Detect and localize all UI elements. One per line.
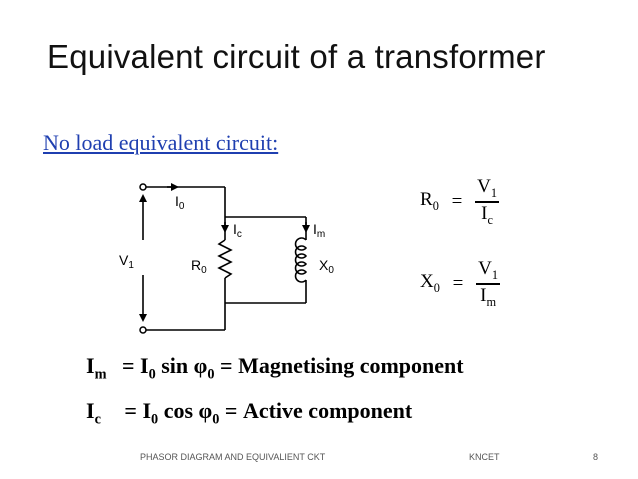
terminal-bottom — [139, 326, 147, 334]
x0-label: X0 — [319, 257, 334, 276]
x0-eq-denominator: Im — [480, 284, 497, 309]
i0-label: I0 — [175, 193, 185, 212]
active-formula: Ic = I0 cos φ0 = Active component — [86, 398, 413, 428]
x0-equation: X0 = V1 Im — [420, 258, 501, 310]
magnetising-formula: Im = I0 sin φ0 = Magnetising component — [86, 353, 464, 383]
i0-arrowhead — [171, 183, 179, 191]
page-title: Equivalent circuit of a transformer — [47, 38, 546, 75]
v1-label: V1 — [119, 252, 134, 271]
r0-label: R0 — [191, 257, 207, 276]
r0-eq-numerator: V1 — [475, 176, 499, 203]
r0-eq-denominator: Ic — [481, 202, 493, 227]
r0-eq-lhs: R0 — [420, 189, 439, 214]
ic-arrowhead — [221, 225, 229, 233]
x0-eq-lhs: X0 — [420, 271, 440, 296]
r0-eq-equals: = — [451, 190, 463, 212]
x0-inductor — [294, 237, 308, 283]
r0-resistor — [217, 239, 233, 279]
footer-center: KNCET — [469, 452, 500, 462]
r0-equation: R0 = V1 Ic — [420, 176, 499, 228]
ic-label: Ic — [233, 221, 242, 240]
terminal-top — [139, 183, 147, 191]
im-arrowhead — [302, 225, 310, 233]
x0-eq-numerator: V1 — [476, 258, 501, 285]
page-number: 8 — [593, 452, 599, 462]
parameter-equations: R0 = V1 Ic X0 = V1 Im — [410, 172, 540, 322]
r0-eq-fraction: V1 Ic — [475, 176, 499, 228]
v1-arrowhead-up — [139, 194, 147, 202]
x0-eq-fraction: V1 Im — [476, 258, 501, 310]
footer-left: PHASOR DIAGRAM AND EQUIVALIENT CKT — [140, 452, 326, 462]
v1-arrowhead-down — [139, 314, 147, 322]
x0-eq-equals: = — [452, 272, 464, 294]
no-load-circuit-diagram: I0 Ic Im V1 R0 X0 — [119, 183, 334, 334]
im-label: Im — [313, 221, 325, 240]
section-subtitle: No load equivalent circuit: — [43, 130, 279, 155]
